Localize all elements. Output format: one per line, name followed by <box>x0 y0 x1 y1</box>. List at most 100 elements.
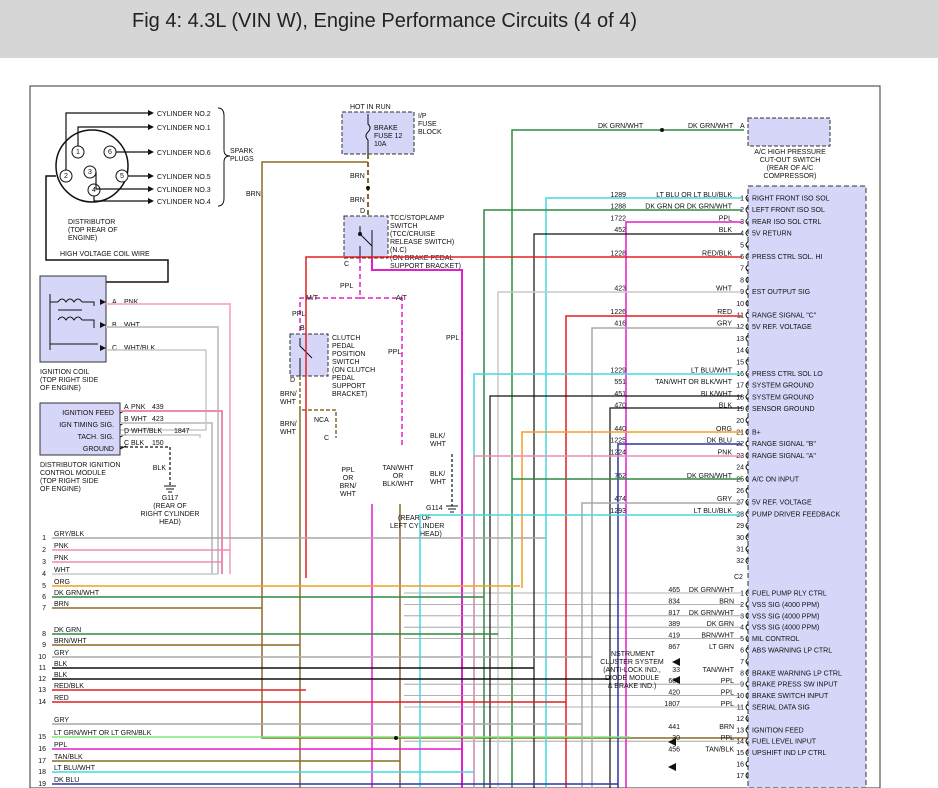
clutch-pin: D <box>290 377 295 384</box>
pcm-c3-wire: BRN/WHT <box>701 633 734 640</box>
pcm-c3-wire: PPL <box>721 735 734 742</box>
pcm-c2-label: SYSTEM GROUND <box>752 383 814 390</box>
pcm-c3-pin: 2 <box>740 602 744 609</box>
icm-pin: C <box>124 440 129 447</box>
g114-wire: WHT <box>430 441 447 448</box>
left-wire-number: 5 <box>42 583 46 590</box>
pcm-c2-circuit: 762 <box>614 473 626 480</box>
left-wire-label: GRY <box>54 650 69 657</box>
pcm-c2-label: RANGE SIGNAL "B" <box>752 441 816 448</box>
pcm-c2-pin: 25 <box>736 476 744 483</box>
pcm-c2-circuit: 1226 <box>610 309 626 316</box>
distributor-group: 1 6 5 4 2 3 CYLINDER NO.2 CYLINDER NO.1 … <box>44 107 254 283</box>
pcm-c2-circuit: 451 <box>614 391 626 398</box>
pcm-pin-bracket <box>745 635 749 642</box>
distributor-terminal-label: 3 <box>88 169 92 176</box>
figure-title: Fig 4: 4.3L (VIN W), Engine Performance … <box>132 10 637 32</box>
pcm-c2-label: PUMP DRIVER FEEDBACK <box>752 511 840 518</box>
pcm-c2-pin: 26 <box>736 488 744 495</box>
pcm-pin-bracket <box>745 194 749 202</box>
ppl-or-label: BRN/ <box>340 483 357 490</box>
pcm-pin-bracket <box>745 229 749 237</box>
left-wire-label: DK GRN/WHT <box>54 590 100 597</box>
pcm-c3-circuit: 680 <box>668 678 680 685</box>
left-wire-label: RED/BLK <box>54 683 84 690</box>
g114-wire: BLK/ <box>430 433 445 440</box>
ignition-coil-label: (TOP RIGHT SIDE <box>40 377 99 384</box>
tan-or-label: OR <box>393 473 404 480</box>
left-wire-number: 15 <box>38 734 46 741</box>
clutch-label: BRACKET) <box>332 391 367 398</box>
clutch-pedal-switch: B D CLUTCH PEDAL POSITION SWITCH (ON CLU… <box>289 325 375 398</box>
ignition-coil-label: IGNITION COIL <box>40 369 90 376</box>
pcm-c3-pin: 11 <box>737 705 744 712</box>
pcm-pin-bracket <box>745 715 749 722</box>
pcm-c2-wire: BLK <box>719 227 733 234</box>
pcm-c3-circuit: 420 <box>668 690 680 697</box>
plug-wire <box>77 126 148 146</box>
distributor-terminal-label: 5 <box>120 173 124 180</box>
ac-wire: DK GRN/WHT <box>598 123 644 130</box>
pcm-c2-circuit: 1289 <box>610 192 626 199</box>
pcm-pin-bracket <box>745 703 749 711</box>
pcm-pin-bracket <box>745 545 749 553</box>
wire-clutch-brnwht <box>299 376 337 438</box>
wire-pcm-dkblu <box>617 443 742 788</box>
cylinder-label: CYLINDER NO.4 <box>157 199 211 206</box>
pcm-c2-label: 5V RETURN <box>752 231 792 238</box>
tcc-label: (N.C) <box>390 247 407 254</box>
left-wire-label: BRN <box>54 601 69 608</box>
pcm-pin-bracket <box>745 646 749 654</box>
pcm-pin-bracket <box>745 557 749 565</box>
pcm-pin-bracket <box>745 658 749 665</box>
pcm-pin-bracket <box>745 311 749 319</box>
pcm-c3-label: BRAKE SWITCH INPUT <box>752 693 829 700</box>
tcc-label: (TCC/CRUISE <box>390 231 435 238</box>
ac-wire: DK GRN/WHT <box>688 123 734 130</box>
pcm-c3-pin: 9 <box>740 682 744 689</box>
tcc-wire: BRN <box>246 191 261 198</box>
pcm-c3-pin: 16 <box>736 762 744 769</box>
fuse-block: HOT IN RUN BRAKE FUSE 12 10A I/P FUSE BL… <box>341 104 442 155</box>
pcm-c2-label: RIGHT FRONT ISO SOL <box>752 196 830 203</box>
pcm-pin-bracket <box>745 589 749 597</box>
clutch-at: A/T <box>396 295 408 302</box>
pcm-pin-bracket <box>745 323 749 331</box>
fuse-name: 10A <box>374 141 387 148</box>
tcc-label: TCC/STOPLAMP <box>390 215 445 222</box>
pcm-pin-bracket <box>745 533 749 541</box>
icm-label: CONTROL MODULE <box>40 470 106 477</box>
pcm-c2-pin: 7 <box>740 266 744 273</box>
pcm-pin-bracket <box>745 346 749 354</box>
pcm-c3-circuit: 834 <box>668 598 680 605</box>
coil-pin: A <box>112 299 117 306</box>
pcm-c2-pin: 14 <box>736 348 744 355</box>
pcm-pin-bracket <box>745 264 749 272</box>
pcm-pin-bracket <box>745 612 749 620</box>
wire-brn-long <box>261 161 748 739</box>
pcm-c3-pin: 1 <box>740 591 744 598</box>
fuse-icon <box>365 114 371 154</box>
clutch-label: (ON CLUTCH <box>332 367 375 374</box>
pcm-pin-bracket <box>745 452 749 459</box>
pcm-c3-circuit: 1807 <box>664 701 680 708</box>
ground-label: HEAD) <box>159 519 181 526</box>
pcm-pin-bracket <box>745 601 749 608</box>
pcm-c2-pin: 21 <box>736 430 744 437</box>
pcm-c3-id: C3 <box>734 574 743 581</box>
pcm-c2-circuit: 440 <box>614 426 626 433</box>
tcc-label: SWITCH <box>390 223 418 230</box>
pcm-c3-label: UPSHIFT IND LP CTRL <box>752 750 827 757</box>
clutch-label: CLUTCH <box>332 335 360 342</box>
pcm-c3-wire: PPL <box>721 678 734 685</box>
wire-icm-whtblk <box>120 434 201 438</box>
left-wire-number: 16 <box>38 746 46 753</box>
pcm-pin-bracket <box>745 335 749 342</box>
icm-pin-wire: BLK <box>131 440 145 447</box>
pcm-c2-wire: BLK <box>719 403 733 410</box>
fuse-block-label: BLOCK <box>418 129 442 136</box>
cluster-label: (ANTI-LOCK IND., <box>603 667 661 674</box>
pcm-pin-bracket <box>745 416 749 424</box>
wire-pcm-redblk <box>305 256 742 578</box>
splice-dot <box>660 128 664 132</box>
